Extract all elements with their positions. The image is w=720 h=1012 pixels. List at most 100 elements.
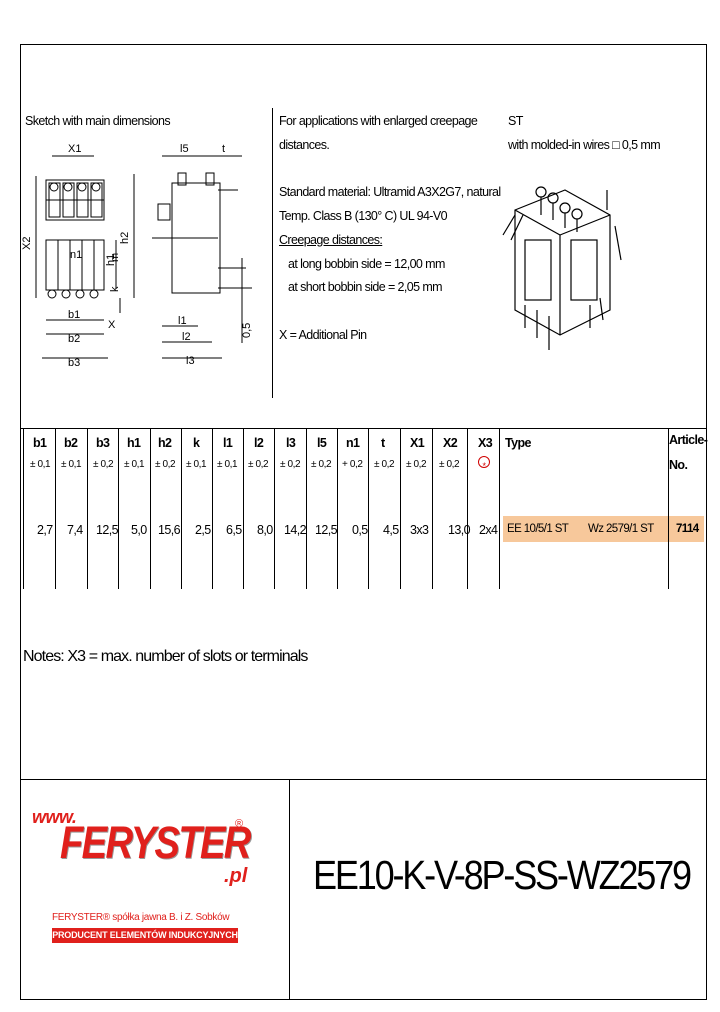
page-frame (20, 44, 707, 1000)
col-divider (400, 429, 401, 589)
header-h2: h2 (158, 436, 172, 450)
tol-t: ± 0,2 (374, 459, 395, 470)
val-n1: 0,5 (352, 523, 368, 537)
val-l2: 8,0 (257, 523, 273, 537)
val-t: 4,5 (383, 523, 399, 537)
company-name: FERYSTER® spółka jawna B. i Z. Sobków (52, 912, 230, 923)
company-tagline: PRODUCENT ELEMENTÓW INDUKCYJNYCH (52, 928, 238, 943)
val-article: 7114 (676, 523, 699, 535)
divider-vertical (272, 108, 273, 398)
col-divider (368, 429, 369, 589)
label-h1: h1 (105, 254, 117, 266)
label-m: m (109, 253, 121, 262)
tol-b1: ± 0,1 (30, 459, 51, 470)
label-l2: l2 (182, 331, 191, 343)
col-divider (87, 429, 88, 589)
val-l1: 6,5 (226, 523, 242, 537)
val-b1: 2,7 (37, 523, 53, 537)
label-b3: b3 (68, 357, 80, 369)
tol-l5: ± 0,2 (311, 459, 332, 470)
col-divider (55, 429, 56, 589)
col-divider (467, 429, 468, 589)
col-divider (337, 429, 338, 589)
val-X3: 2x4 (479, 523, 498, 537)
val-wz: Wz 2579/1 ST (588, 523, 654, 535)
tol-X3-marker: * (478, 456, 490, 471)
label-l1: l1 (178, 315, 187, 327)
footer-top-line (20, 779, 707, 780)
part-3d-illustration (502, 186, 622, 350)
label-X1: X1 (68, 143, 81, 155)
tol-l2: ± 0,2 (248, 459, 269, 470)
label-b1: b1 (68, 309, 80, 321)
col-divider (432, 429, 433, 589)
variant-note: with molded-in wires □ 0,5 mm (508, 138, 661, 152)
label-X: X (108, 319, 116, 331)
product-title: EE10-K-V-8P-SS-WZ2579 (313, 852, 692, 898)
label-b2: b2 (68, 333, 80, 345)
val-X2: 13,0 (448, 523, 471, 537)
label-d: 0,5 (241, 323, 253, 338)
logo-registered: ® (235, 818, 244, 830)
variant-code: ST (508, 114, 523, 128)
val-type: EE 10/5/1 ST (507, 523, 569, 535)
val-h1: 5,0 (131, 523, 147, 537)
tol-h1: ± 0,1 (124, 459, 145, 470)
col-divider (499, 429, 500, 589)
col-divider (306, 429, 307, 589)
tol-h2: ± 0,2 (155, 459, 176, 470)
label-k: k (109, 286, 121, 292)
col-divider (23, 429, 24, 589)
header-l3: l3 (286, 436, 296, 450)
header-l5: l5 (317, 436, 327, 450)
header-b1: b1 (33, 436, 47, 450)
desc-line-7: at short bobbin side = 2,05 mm (288, 280, 443, 294)
header-b2: b2 (64, 436, 78, 450)
table-top-line (20, 428, 707, 429)
header-h1: h1 (127, 436, 141, 450)
col-divider (118, 429, 119, 589)
label-t: t (222, 143, 225, 155)
val-X1: 3x3 (410, 523, 429, 537)
header-type: Type (505, 436, 531, 450)
desc-line-8: X = Additional Pin (279, 328, 367, 342)
val-l3: 14,2 (284, 523, 307, 537)
label-l5: l5 (180, 143, 189, 155)
header-n1: n1 (346, 436, 360, 450)
tol-X3: * (482, 461, 486, 471)
type-highlight (503, 516, 704, 542)
header-article-2: No. (669, 458, 688, 472)
tol-k: ± 0,1 (186, 459, 207, 470)
tol-n1: + 0,2 (342, 459, 363, 470)
desc-line-2: distances. (279, 138, 330, 152)
tol-X2: ± 0,2 (439, 459, 460, 470)
header-k: k (193, 436, 200, 450)
label-l3: l3 (186, 355, 195, 367)
logo-pl: .pl (224, 865, 248, 887)
dimension-sketch: X1 X2 h2 h1 n1 m k X b1 b2 b3 l5 t l1 l2… (22, 143, 253, 369)
label-X2: X2 (22, 237, 33, 250)
desc-line-1: For applications with enlarged creepage (279, 114, 478, 128)
label-h2: h2 (119, 232, 131, 244)
val-h2: 15,6 (158, 523, 181, 537)
notes: Notes: X3 = max. number of slots or term… (23, 648, 308, 665)
header-article-1: Article- (669, 433, 708, 447)
desc-line-4: Temp. Class B (130° C) UL 94-V0 (279, 209, 448, 223)
desc-line-6: at long bobbin side = 12,00 mm (288, 257, 445, 271)
val-b3: 12,5 (96, 523, 119, 537)
header-t: t (381, 436, 385, 450)
tol-b2: ± 0,1 (61, 459, 82, 470)
val-b2: 7,4 (67, 523, 83, 537)
tol-l1: ± 0,1 (217, 459, 238, 470)
header-X1: X1 (410, 436, 425, 450)
val-l5: 12,5 (315, 523, 338, 537)
col-divider (243, 429, 244, 589)
tol-b3: ± 0,2 (93, 459, 114, 470)
label-n1: n1 (70, 249, 82, 261)
col-divider (150, 429, 151, 589)
col-divider (274, 429, 275, 589)
desc-line-3: Standard material: Ultramid A3X2G7, natu… (279, 185, 501, 199)
logo-www: www. (32, 807, 77, 827)
val-k: 2,5 (195, 523, 211, 537)
footer-divider (289, 779, 290, 1000)
